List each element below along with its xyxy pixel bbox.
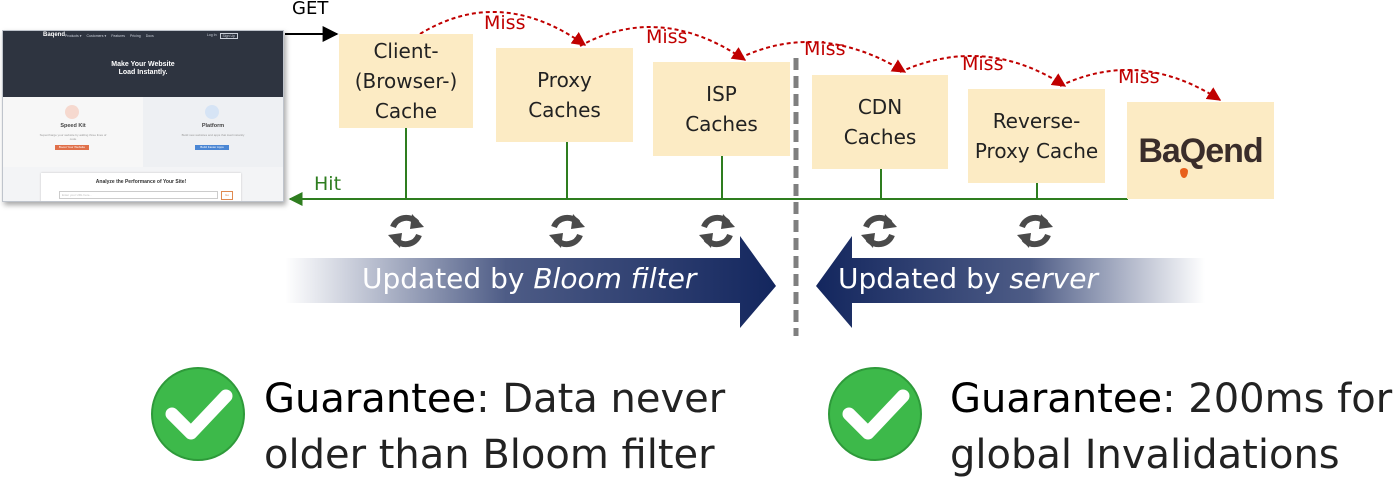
- miss-arc: [419, 11, 587, 46]
- cache-label-line: Caches: [528, 98, 601, 122]
- cache-label-line: (Browser-): [354, 69, 458, 93]
- cdn-caches-box: CDN Caches: [812, 75, 948, 169]
- server-band-text: Updated by server: [838, 262, 1098, 295]
- miss-label: Miss: [484, 12, 526, 34]
- site-hero: Baqend Products ▾ Customers ▾ Features P…: [3, 31, 283, 97]
- proxy-caches-box: Proxy Caches: [496, 48, 633, 142]
- baqend-origin-box: BaQend: [1127, 102, 1274, 199]
- miss-label: Miss: [1118, 66, 1160, 88]
- guarantee-server: Guarantee: 200ms for global Invalidation…: [950, 371, 1392, 483]
- miss-arc: [899, 54, 1067, 87]
- server-band: [816, 236, 1205, 328]
- site-menu-item[interactable]: Features: [111, 34, 126, 38]
- site-hero-line: Load Instantly.: [118, 69, 168, 76]
- site-url-input[interactable]: Enter your URL here...: [59, 191, 218, 199]
- site-signup-button[interactable]: Sign Up: [219, 33, 238, 39]
- site-menu-item[interactable]: Products ▾: [65, 34, 82, 38]
- miss-label: Miss: [646, 26, 688, 48]
- site-card-desc: Supercharge your website by adding three…: [39, 133, 107, 141]
- hit-label: Hit: [314, 173, 342, 195]
- miss-label: Miss: [804, 38, 846, 60]
- site-menu-item[interactable]: Pricing: [130, 34, 141, 38]
- site-hero-title: Make Your Website Load Instantly.: [3, 61, 283, 77]
- guarantee-text: older than Bloom filter: [264, 432, 715, 478]
- guarantee-text: global Invalidations: [950, 432, 1340, 478]
- refresh-icon: [549, 214, 585, 248]
- site-analyze-title: Analyze the Performance of Your Site!: [95, 179, 187, 185]
- bloom-filter-band: [285, 236, 776, 328]
- cache-label-line: ISP: [706, 82, 737, 106]
- cache-label-line: Proxy Cache: [974, 139, 1099, 163]
- miss-label: Miss: [962, 53, 1004, 75]
- guarantee-heading: Guarantee: [950, 376, 1163, 422]
- guarantee-text: : 200ms for: [1162, 376, 1393, 422]
- guarantee-text: : Data never: [476, 376, 726, 422]
- guarantee-bloom: Guarantee: Data never older than Bloom f…: [264, 371, 725, 483]
- band-emphasis: Bloom filter: [533, 262, 697, 295]
- site-logo: Baqend: [43, 32, 66, 38]
- baqend-logo: BaQend: [1138, 131, 1263, 170]
- site-hero-line: Make Your Website: [111, 61, 175, 68]
- site-menu-item[interactable]: Customers ▾: [86, 34, 107, 38]
- cache-label-line: Reverse-: [992, 109, 1081, 133]
- cache-label-line: CDN: [857, 95, 903, 119]
- isp-caches-box: ISP Caches: [653, 62, 790, 156]
- bloom-filter-band-text: Updated by Bloom filter: [362, 262, 696, 295]
- cache-label-line: Cache: [374, 99, 438, 123]
- cache-label-line: Caches: [843, 125, 917, 149]
- refresh-icon: [861, 214, 897, 248]
- miss-arc: [579, 26, 747, 61]
- refresh-icon: [388, 214, 424, 248]
- band-emphasis: server: [1009, 262, 1098, 295]
- site-menu: Products ▾ Customers ▾ Features Pricing …: [65, 34, 154, 38]
- checkmark-icon: [151, 367, 245, 461]
- site-analyze-panel: Analyze the Performance of Your Site! En…: [41, 173, 241, 201]
- site-card-title: Speed Kit: [60, 123, 86, 129]
- site-menu-item[interactable]: Docs: [145, 34, 154, 38]
- rocket-icon: [65, 105, 79, 119]
- site-card-button[interactable]: Build Faster Apps: [195, 145, 229, 150]
- site-card-speed-kit: Speed Kit Supercharge your website by ad…: [3, 97, 143, 167]
- refresh-icon: [699, 214, 735, 248]
- site-card-desc: Build new websites and apps that load in…: [181, 133, 245, 137]
- site-login-link[interactable]: Log In: [206, 33, 217, 37]
- band-prefix: Updated by: [838, 262, 1010, 295]
- miss-arc: [739, 40, 907, 73]
- cache-label-line: Client-: [373, 39, 439, 63]
- guarantee-heading: Guarantee: [264, 376, 477, 422]
- reverse-proxy-cache-box: Reverse- Proxy Cache: [968, 89, 1105, 183]
- checkmark-icon: [828, 367, 922, 461]
- rocket-flame-icon: [1180, 168, 1188, 178]
- site-card-platform: Platform Build new websites and apps tha…: [143, 97, 283, 167]
- code-icon: [205, 105, 219, 119]
- website-screenshot: Baqend Products ▾ Customers ▾ Features P…: [2, 30, 284, 202]
- band-prefix: Updated by: [362, 262, 534, 295]
- site-go-button[interactable]: Go: [221, 191, 233, 200]
- refresh-icon: [1017, 214, 1053, 248]
- cache-label-line: Caches: [685, 112, 758, 136]
- cache-label-line: Proxy: [537, 68, 592, 92]
- client-browser-cache-box: Client- (Browser-) Cache: [339, 34, 473, 128]
- site-card-button[interactable]: Boost Your Website: [55, 145, 89, 150]
- get-label: GET: [292, 0, 329, 19]
- site-card-title: Platform: [201, 123, 225, 129]
- site-auth: Log In Sign Up: [207, 33, 238, 39]
